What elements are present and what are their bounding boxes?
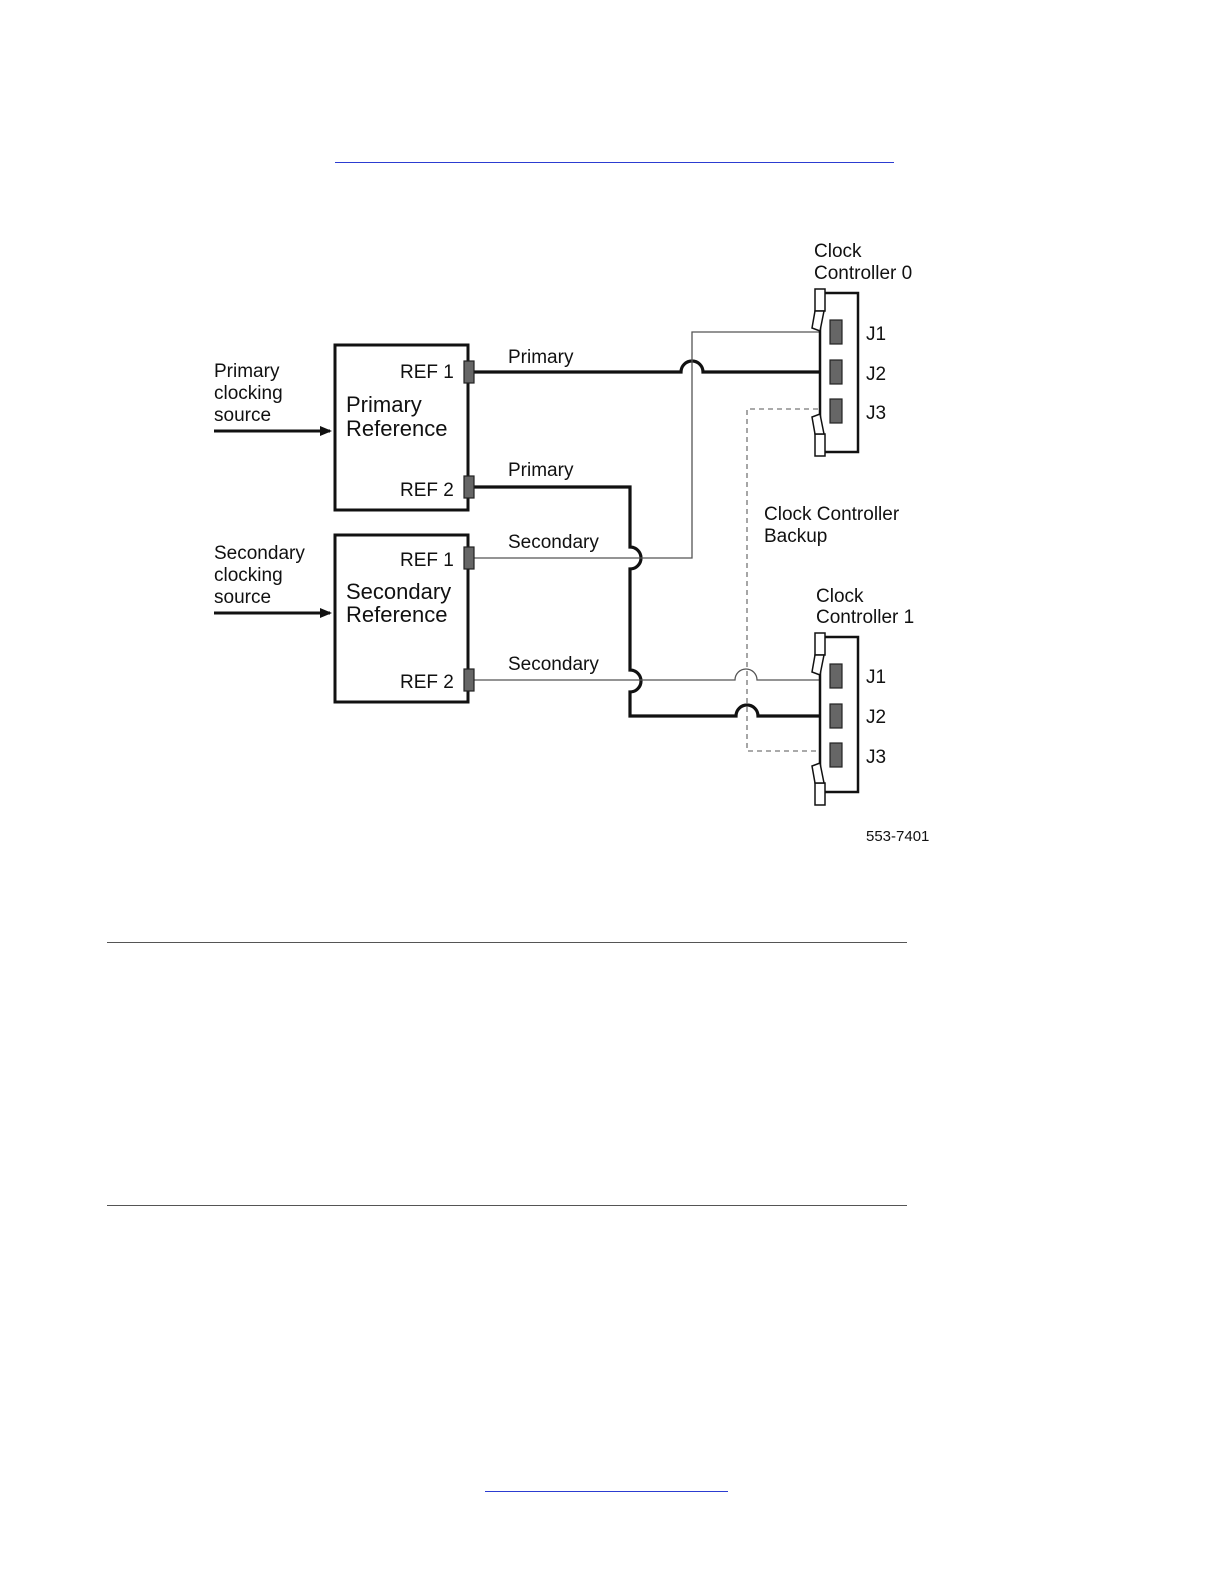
cc0-j2-port <box>830 360 842 384</box>
secondary-ref2-label: REF 2 <box>400 672 454 693</box>
secondary-ref2-link-label: Secondary <box>508 654 599 675</box>
secondary-reference-title: Secondary Reference <box>346 579 457 627</box>
cc0-j1-port <box>830 320 842 344</box>
primary-ref2-link-label: Primary <box>508 460 574 481</box>
primary-source-label: Primary clocking source <box>214 361 288 426</box>
clock-controller-0-title: Clock Controller 0 <box>814 241 912 284</box>
primary-ref2-label: REF 2 <box>400 480 454 501</box>
secondary-ref1-port <box>464 547 474 569</box>
clock-controller-1-title: Clock Controller 1 <box>816 586 914 628</box>
cc0-j3-label: J3 <box>866 403 886 424</box>
secondary-source-label: Secondary clocking source <box>214 543 310 608</box>
secondary-ref1-link-label: Secondary <box>508 532 599 553</box>
primary-ref1-label: REF 1 <box>400 362 454 383</box>
cc1-j3-port <box>830 743 842 767</box>
figure-id: 553-7401 <box>866 828 929 845</box>
clock-controller-backup-line <box>747 409 818 751</box>
secondary-ref2-port <box>464 669 474 691</box>
primary-ref2-port <box>464 476 474 498</box>
cc1-j1-port <box>830 664 842 688</box>
cc1-j2-label: J2 <box>866 707 886 728</box>
cc0-j3-port <box>830 399 842 423</box>
clock-controller-backup-label: Clock Controller Backup <box>764 504 904 547</box>
cc1-j3-label: J3 <box>866 747 886 768</box>
cc0-j1-label: J1 <box>866 324 886 345</box>
cc0-j2-label: J2 <box>866 364 886 385</box>
primary-ref1-link-label: Primary <box>508 347 574 368</box>
primary-ref1-port <box>464 361 474 383</box>
secondary-ref1-label: REF 1 <box>400 550 454 571</box>
cc1-j1-label: J1 <box>866 667 886 688</box>
cc1-j2-port <box>830 704 842 728</box>
